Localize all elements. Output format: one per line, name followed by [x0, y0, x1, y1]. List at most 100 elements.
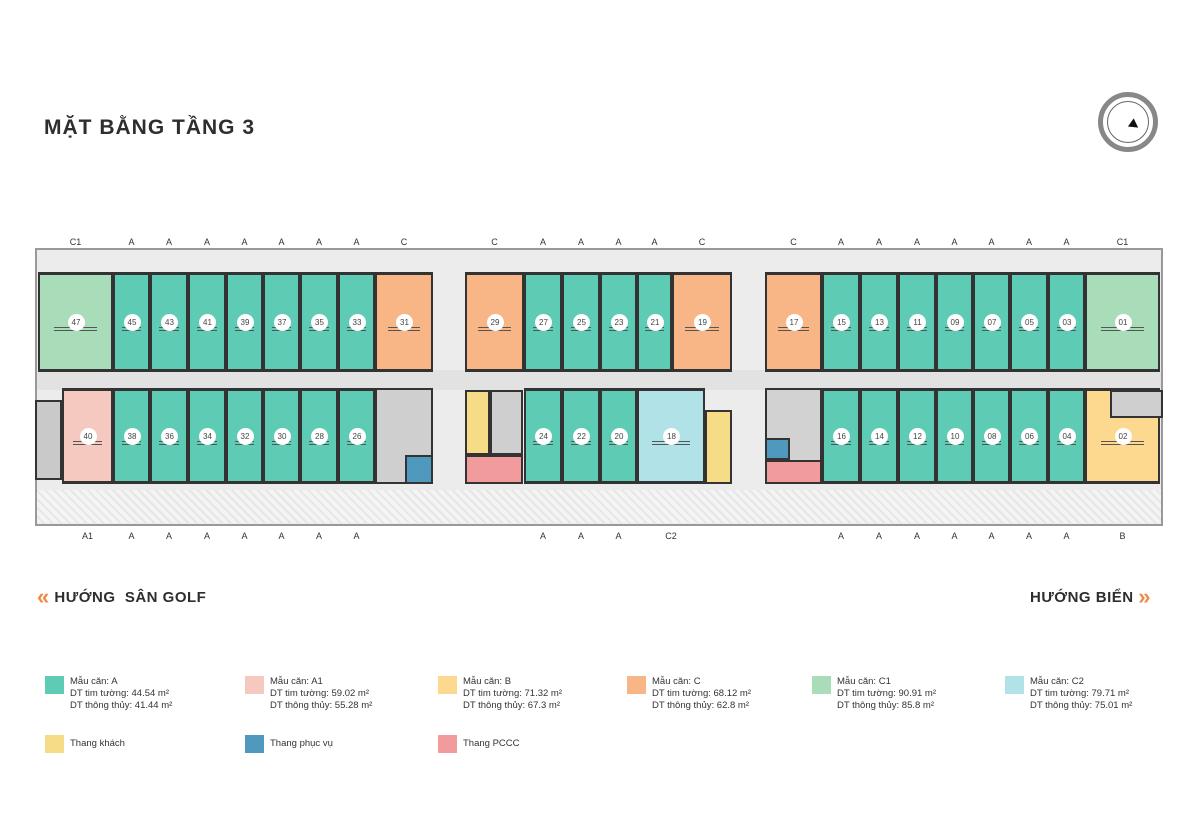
unit-type-label: A	[315, 237, 322, 247]
unit-number: 21	[646, 314, 664, 331]
unit-type-label: A	[837, 531, 844, 541]
unit-type-label: A	[539, 237, 546, 247]
legend-area-1: DT tim tường: 44.54 m²	[70, 688, 169, 699]
top-unit-43: 43	[150, 272, 188, 372]
unit-type-label: A	[278, 237, 285, 247]
bottom-unit-06: 06	[1010, 388, 1048, 484]
legend-area-1: DT tim tường: 79.71 m²	[1030, 688, 1129, 699]
legend-area-1: DT tim tường: 59.02 m²	[270, 688, 369, 699]
bottom-unit-26: 26	[338, 388, 375, 484]
legend-area-2: DT thông thủy: 85.8 m²	[837, 700, 934, 711]
unit-type-label: A	[951, 531, 958, 541]
corridor	[37, 370, 1161, 390]
bottom-unit-32: 32	[226, 388, 263, 484]
unit-number: 39	[236, 314, 254, 331]
unit-number: 28	[311, 428, 328, 445]
unit-number: 15	[833, 314, 850, 331]
legend-name: Mẫu căn: A	[70, 676, 118, 687]
legend-area-2: DT thông thủy: 55.28 m²	[270, 700, 373, 711]
unit-number: 38	[123, 428, 141, 445]
top-unit-05: 05	[1010, 272, 1048, 372]
bottom-unit-08: 08	[973, 388, 1010, 484]
top-unit-11: 11	[898, 272, 936, 372]
unit-type-label: A	[837, 237, 844, 247]
unit-number: 08	[983, 428, 1001, 445]
legend-swatch	[438, 735, 457, 753]
chevron-right-icon: »	[1138, 584, 1151, 609]
legend-area-2: DT thông thủy: 62.8 m²	[652, 700, 749, 711]
unit-type-label: A	[577, 237, 584, 247]
top-unit-07: 07	[973, 272, 1010, 372]
legend-swatch	[245, 735, 264, 753]
legend-area-1: DT tim tường: 71.32 m²	[463, 688, 562, 699]
unit-number: 02	[1114, 428, 1132, 445]
unit-type-label: A	[615, 237, 622, 247]
unit-number: 01	[1114, 314, 1132, 331]
unit-number: 17	[785, 314, 803, 331]
unit-type-label: A	[913, 531, 920, 541]
unit-number: 13	[871, 314, 888, 331]
unit-number: 12	[909, 428, 926, 445]
direction-sea-label: HƯỚNG BIỂN	[1030, 589, 1134, 606]
unit-number: 07	[983, 314, 1001, 331]
legend-name: Mẫu căn: C2	[1030, 676, 1084, 687]
unit-number: 14	[871, 428, 888, 445]
legend-item: Thang PCCC	[438, 735, 520, 753]
top-unit-47: 47	[38, 272, 113, 372]
unit-type-label: A	[539, 531, 546, 541]
unit-number: 03	[1058, 314, 1076, 331]
legend-name: Mẫu căn: A1	[270, 676, 323, 687]
top-unit-17: 17	[765, 272, 822, 372]
unit-number: 06	[1021, 428, 1038, 445]
legend-swatch	[812, 676, 831, 694]
garden-strip	[37, 490, 1161, 523]
legend-name: Mẫu căn: C1	[837, 676, 891, 687]
bottom-unit-36: 36	[150, 388, 188, 484]
top-unit-09: 09	[936, 272, 973, 372]
top-unit-15: 15	[822, 272, 860, 372]
stair-core	[35, 400, 62, 480]
unit-number: 37	[273, 314, 291, 331]
bottom-unit-40: 40	[62, 388, 113, 484]
unit-number: 24	[535, 428, 552, 445]
legend-name: Mẫu căn: B	[463, 676, 512, 687]
unit-type-label: C2	[665, 531, 677, 541]
unit-number: 47	[67, 314, 85, 331]
bottom-unit-30: 30	[263, 388, 300, 484]
unit-type-label: A	[988, 237, 995, 247]
unit-type-label: A	[951, 237, 958, 247]
unit-number: 35	[311, 314, 328, 331]
unit-type-label: C1	[69, 237, 82, 247]
top-unit-41: 41	[188, 272, 226, 372]
unit-number: 31	[396, 314, 413, 331]
top-unit-37: 37	[263, 272, 300, 372]
top-unit-23: 23	[600, 272, 637, 372]
unit-type-label: A	[241, 237, 248, 247]
unit-number: 19	[694, 314, 711, 331]
legend-area-2: DT thông thủy: 41.44 m²	[70, 700, 173, 711]
legend-name: Thang khách	[70, 738, 125, 749]
service-lift	[405, 455, 433, 484]
unit-type-label: A	[615, 531, 622, 541]
unit-number: 25	[573, 314, 590, 331]
unit-type-label: A	[128, 237, 135, 247]
top-unit-03: 03	[1048, 272, 1085, 372]
top-unit-29: 29	[465, 272, 524, 372]
top-unit-31: 31	[375, 272, 433, 372]
unit-type-label: A	[278, 531, 285, 541]
legend-name: Mẫu căn: C	[652, 676, 701, 687]
bottom-unit-20: 20	[600, 388, 637, 484]
bottom-unit-16: 16	[822, 388, 860, 484]
legend-swatch	[438, 676, 457, 694]
top-unit-39: 39	[226, 272, 263, 372]
unit-number: 11	[909, 314, 926, 331]
unit-type-label: A	[875, 531, 882, 541]
guest-lift	[705, 410, 732, 484]
compass-icon	[1098, 92, 1158, 152]
unit-number: 33	[348, 314, 366, 331]
unit-number: 43	[161, 314, 178, 331]
unit-number: 27	[535, 314, 552, 331]
